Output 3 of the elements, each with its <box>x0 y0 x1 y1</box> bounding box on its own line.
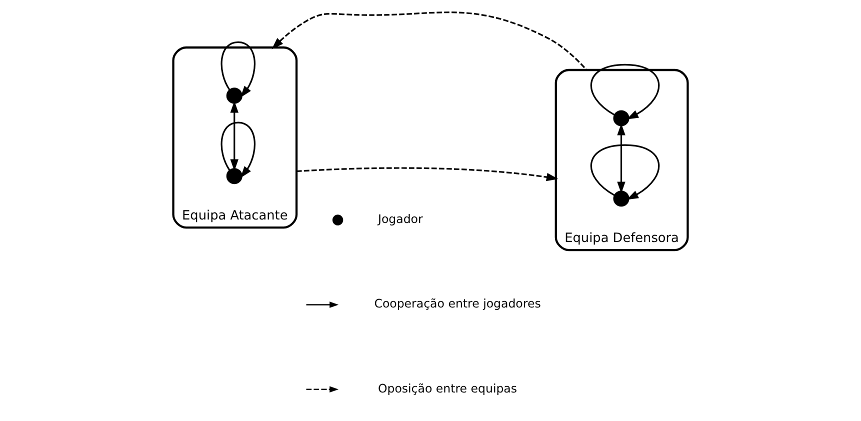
legend-label: Oposição entre equipas <box>378 381 518 396</box>
legend-label: Cooperação entre jogadores <box>374 296 541 311</box>
legend-label: Jogador <box>378 212 423 226</box>
